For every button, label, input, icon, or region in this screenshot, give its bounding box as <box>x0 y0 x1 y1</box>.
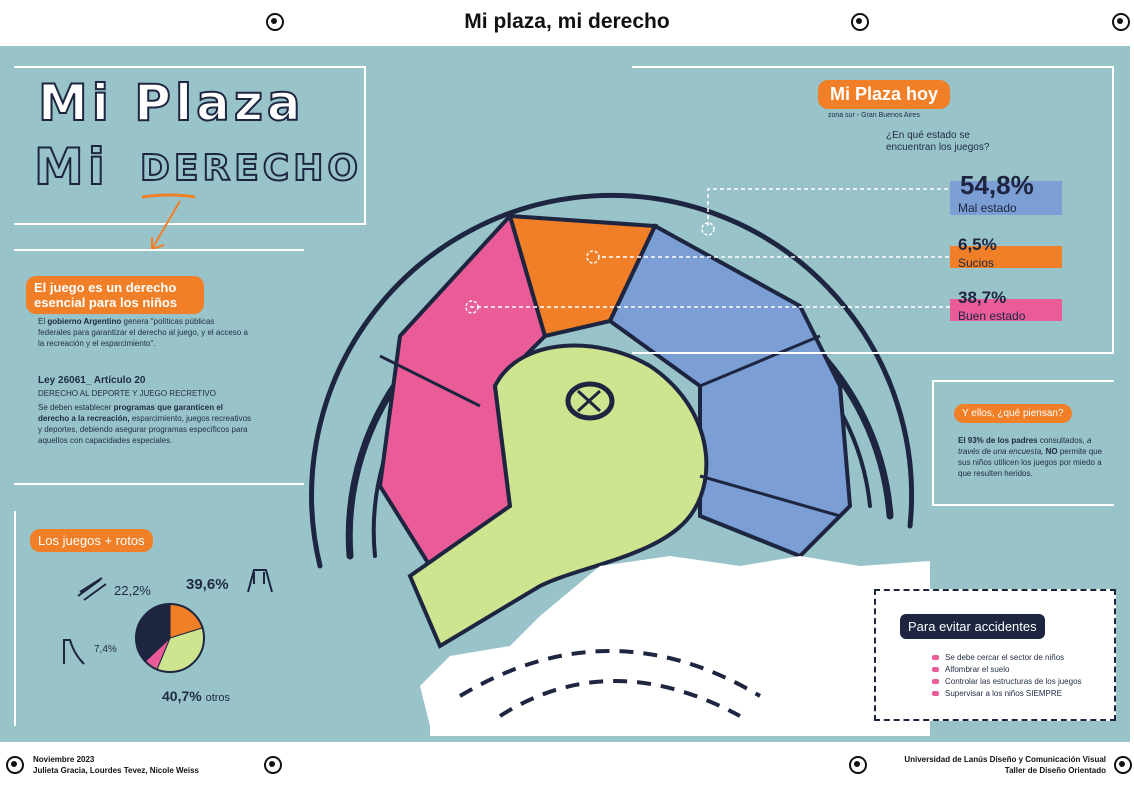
footer-course: Taller de Diseño Orientado <box>1004 766 1106 775</box>
bullet-icon <box>932 667 939 673</box>
stat-value-2: 6,5% <box>958 235 997 254</box>
law-subtitle: DERECHO AL DEPORTE Y JUEGO RECRETIVO <box>38 389 216 398</box>
prevent-frame <box>874 589 1116 721</box>
rights-intro-pre: El <box>38 317 46 326</box>
grommet-icon <box>851 13 869 31</box>
opinion-text: El 93% de los padres consultados, a trav… <box>958 435 1106 479</box>
opinion-heading: Y ellos, ¿qué piensan? <box>954 404 1072 423</box>
grommet-icon <box>6 756 24 774</box>
prevent-item: Controlar las estructuras de los juegos <box>932 676 1082 688</box>
footer-authors: Julieta Gracia, Lourdes Tevez, Nicole We… <box>33 766 199 775</box>
rights-intro: El gobierno Argentino genera "políticas … <box>38 316 248 349</box>
leader-lines <box>465 188 950 314</box>
law-title: Ley 26061_ Artículo 20 <box>38 375 146 386</box>
prevent-item-text: Controlar las estructuras de los juegos <box>945 677 1082 686</box>
broken-value-4-suffix: otros <box>205 692 231 704</box>
grommet-icon <box>264 756 282 774</box>
infographic-panel: Mi Plaza Mi Derecho El juego es un derec… <box>0 46 1130 742</box>
today-heading: Mi Plaza hoy <box>818 80 951 109</box>
law-text: Se deben establecer programas que garant… <box>38 402 253 446</box>
prevent-item-text: Alfombrar el suelo <box>945 665 1010 674</box>
swing-icon <box>77 577 107 601</box>
hero-line-2b: Derecho <box>139 147 362 190</box>
broken-value-4-num: 40,7% <box>162 688 202 704</box>
broken-value-3: 7,4% <box>94 644 117 655</box>
today-subheading: zona sur - Gran Buenos Aires <box>828 112 920 119</box>
rights-frame <box>14 249 304 485</box>
broken-pie-chart <box>135 603 205 673</box>
today-frame <box>632 66 1114 354</box>
opinion-text-mid: consultados, <box>1039 436 1085 445</box>
law-text-post: esparcimiento, juegos recreativos y depo… <box>38 414 252 445</box>
footer-right: Universidad de Lanús Diseño y Comunicaci… <box>904 754 1106 776</box>
stat-value-3: 38,7% <box>958 288 1007 307</box>
grommet-icon <box>1112 13 1130 31</box>
prevent-item: Supervisar a los niños SIEMPRE <box>932 688 1082 700</box>
opinion-frame <box>932 380 1114 506</box>
stat-label-2: Sucios <box>958 256 995 270</box>
bullet-icon <box>932 655 939 661</box>
rights-intro-post: genera "políticas públicas federales par… <box>38 317 248 348</box>
broken-frame <box>14 511 376 726</box>
broken-value-4: 40,7% otros <box>162 688 230 704</box>
slide-icon <box>63 639 85 665</box>
law-text-bold: programas que garanticen el derecho a la… <box>38 403 223 423</box>
opinion-text-bold: NO <box>1045 447 1058 456</box>
stat-label-3: Buen estado <box>958 309 1026 323</box>
footer-university: Universidad de Lanús Diseño y Comunicaci… <box>904 755 1106 764</box>
hero-frame <box>14 66 366 225</box>
today-question: ¿En qué estado se encuentran los juegos? <box>886 130 990 153</box>
rights-heading: El juego es un derecho esencial para los… <box>26 276 204 314</box>
hero-line-2a: Mi <box>33 137 109 197</box>
stat-bar-2 <box>950 246 1062 268</box>
prevent-list: Se debe cercar el sector de niños Alfomb… <box>932 652 1082 700</box>
prevent-heading: Para evitar accidentes <box>900 614 1045 639</box>
broken-value-2: 39,6% <box>186 576 229 593</box>
arrow-icon <box>141 193 196 250</box>
prevent-item-text: Se debe cercar el sector de niños <box>945 653 1065 662</box>
broken-value-1: 22,2% <box>114 583 151 598</box>
law-text-pre: Se deben establecer <box>38 403 112 412</box>
prevent-item: Se debe cercar el sector de niños <box>932 652 1082 664</box>
broken-heading: Los juegos + rotos <box>30 529 153 552</box>
stat-value-1: 54,8% <box>960 170 1034 200</box>
bullet-icon <box>932 691 939 697</box>
swingset-icon <box>247 569 273 593</box>
page-title: Mi plaza, mi derecho <box>464 10 670 33</box>
prevent-item-text: Supervisar a los niños SIEMPRE <box>945 689 1062 698</box>
rights-intro-bold: gobierno Argentino <box>47 317 122 326</box>
prevent-item: Alfombrar el suelo <box>932 664 1082 676</box>
stat-bar-1 <box>950 181 1062 215</box>
hero-line-1: Mi Plaza <box>37 73 305 133</box>
bullet-icon <box>932 679 939 685</box>
footer-date: Noviembre 2023 <box>33 755 95 764</box>
opinion-text-post: permite que sus niños utilicen los juego… <box>958 447 1103 478</box>
stat-bar-3 <box>950 299 1062 321</box>
opinion-text-pre: El 93% de los padres <box>958 436 1038 445</box>
grommet-icon <box>266 13 284 31</box>
stat-label-1: Mal estado <box>958 201 1017 215</box>
footer-left: Noviembre 2023 Julieta Gracia, Lourdes T… <box>33 754 199 776</box>
opinion-text-italic: a través de una encuesta, <box>958 436 1092 456</box>
grommet-icon <box>849 756 867 774</box>
playground-illustration <box>309 192 930 736</box>
grommet-icon <box>1114 756 1132 774</box>
